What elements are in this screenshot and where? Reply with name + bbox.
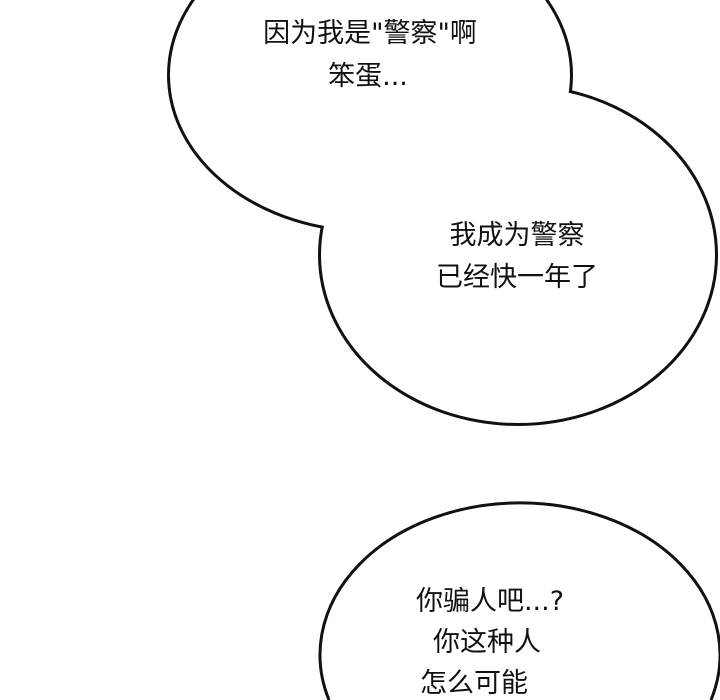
bubble-1-line-1: 因为我是"警察"啊 (263, 18, 477, 49)
bubble-2-line-1: 我成为警察 (449, 220, 585, 251)
bubble-3-line-3: 怎么可能 (420, 668, 528, 699)
bubble-3 (318, 501, 720, 700)
bubble-3-line-1: 你骗人吧...? (415, 586, 565, 617)
bubble-2-fill (321, 87, 715, 423)
bubble-2-line-2: 已经快一年了 (436, 262, 598, 293)
bubble-3-line-2: 你这种人 (433, 627, 541, 658)
bubble-1-line-2: 笨蛋... (328, 61, 408, 92)
